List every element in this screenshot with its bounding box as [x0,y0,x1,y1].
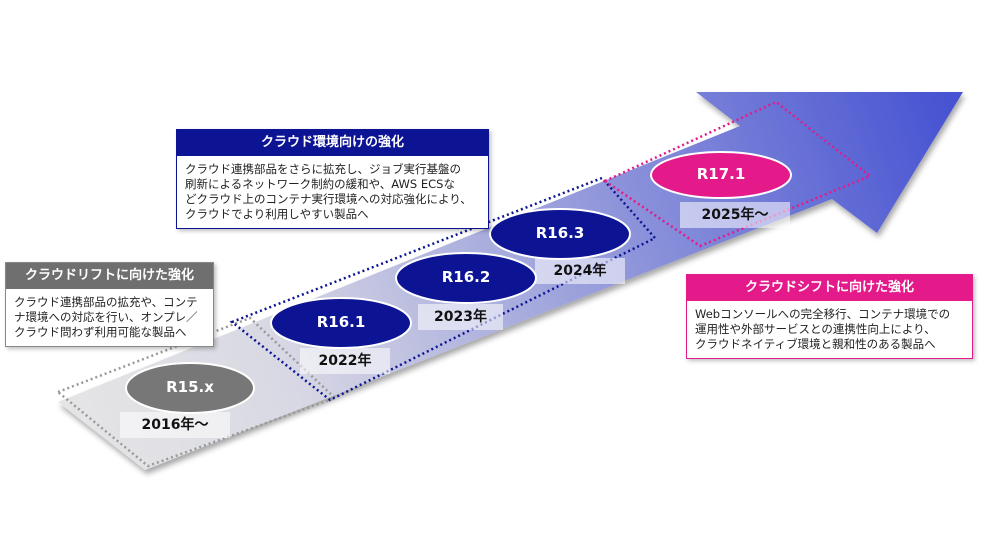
version-label: R16.1 [316,313,366,331]
box-title: クラウドシフトに向けた強化 [687,275,972,301]
box-line: 運用性や外部サービスとの連携性向上により、 [695,322,936,336]
gray-dotted-region [55,316,338,468]
box-line: 刷新によるネットワーク制約の緩和や、AWS ECSな [185,177,455,191]
box-line: クラウドでより利用しやすい製品へ [185,207,369,221]
cloud-drift-box: クラウドリフトに向けた強化 クラウド連携部品の拡充や、コンテナ環境への対応を行い… [5,262,214,347]
box-line: クラウドネイティブ環境と親和性のある製品へ [695,337,936,351]
version-label: R16.2 [441,268,491,286]
year-label: 2022年 [300,348,390,374]
box-title: クラウド環境向けの強化 [177,130,488,156]
year-label: 2024年 [535,258,625,284]
box-line: どクラウド上のコンテナ実行環境への対応強化により、 [185,192,472,206]
box-title: クラウドリフトに向けた強化 [6,263,213,289]
year-label: 2023年 [418,304,503,330]
box-line: ナ環境への対応を行い、オンプレ／ [14,310,198,324]
pink-dotted-region [602,100,873,248]
year-label: 2025年〜 [680,202,790,228]
navy-dotted-region [229,176,658,402]
year-label: 2016年〜 [120,412,230,438]
box-line: クラウド問わず利用可能な製品へ [14,325,187,339]
cloud-shift-box: クラウドシフトに向けた強化 Webコンソールへの完全移行、コンテナ環境での運用性… [686,274,973,359]
box-line: クラウド連携部品をさらに拡充し、ジョブ実行基盤の [185,162,461,176]
cloud-env-box: クラウド環境向けの強化 クラウド連携部品をさらに拡充し、ジョブ実行基盤の刷新によ… [176,129,489,229]
version-label: R17.1 [696,165,746,183]
version-label: R16.3 [535,224,585,242]
version-label: R15.x [166,378,214,396]
box-line: Webコンソールへの完全移行、コンテナ環境での [695,307,951,321]
box-line: クラウド連携部品の拡充や、コンテ [14,295,198,309]
stage-ellipse [650,151,792,199]
